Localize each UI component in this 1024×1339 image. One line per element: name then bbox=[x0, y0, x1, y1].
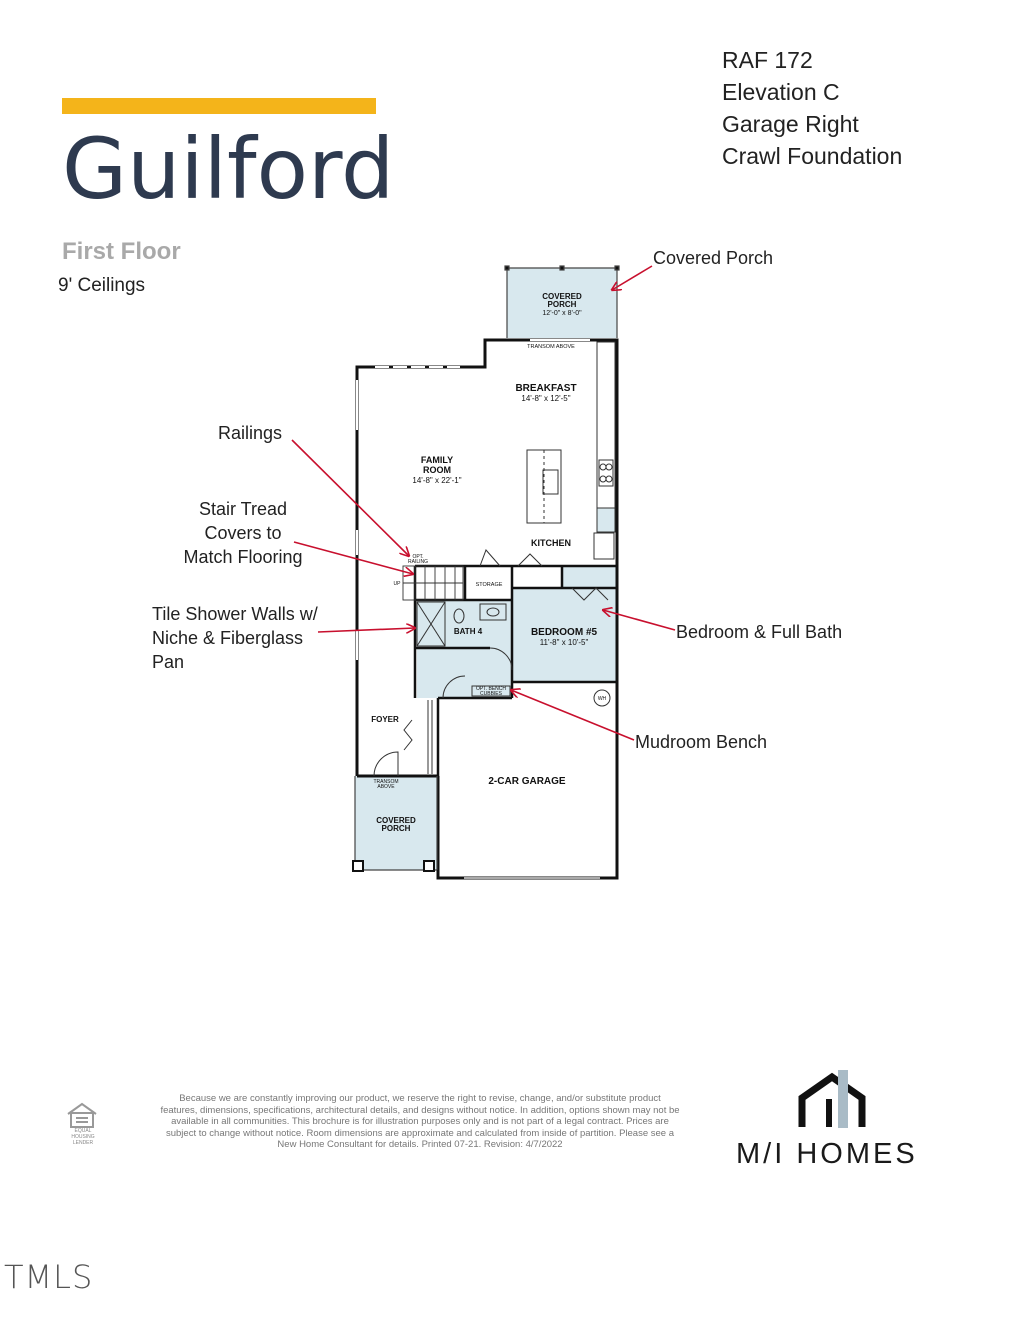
family-dims: 14'-8" x 22'-1" bbox=[412, 476, 461, 485]
opt-bench-1: OPT. BENCH bbox=[476, 686, 506, 692]
spec-foundation: Crawl Foundation bbox=[722, 143, 903, 169]
rear-transom: TRANSOM ABOVE bbox=[527, 344, 575, 350]
arrow-bedroom-bath bbox=[603, 610, 676, 631]
front-porch-name-2: PORCH bbox=[382, 824, 411, 833]
plan-title: Guilford bbox=[62, 120, 395, 218]
rear-porch bbox=[504, 265, 620, 338]
breakfast-dims: 14'-8" x 12'-5" bbox=[521, 394, 570, 403]
spec-plan-code: RAF 172 bbox=[722, 47, 813, 73]
floor-label: First Floor bbox=[62, 238, 181, 265]
rear-porch-fill bbox=[507, 268, 617, 338]
bedroom5-name: BEDROOM #5 bbox=[531, 627, 598, 638]
foyer-details bbox=[427, 689, 611, 774]
callout-stair-line1: Stair Tread bbox=[198, 499, 288, 519]
accent-bar bbox=[62, 98, 376, 114]
callout-mudroom-bench: Mudroom Bench bbox=[635, 732, 768, 752]
front-porch-fill bbox=[355, 776, 437, 870]
closet-fill bbox=[562, 566, 616, 588]
mls-watermark: TMLS bbox=[4, 1258, 94, 1296]
arrow-mudroom-bench bbox=[511, 690, 635, 741]
stairs bbox=[402, 565, 464, 601]
windows bbox=[356, 339, 600, 879]
opt-railing-2: RAILING bbox=[408, 559, 428, 565]
front-transom-1: TRANSOM bbox=[374, 779, 399, 785]
callout-stair-line2: Covers to bbox=[204, 523, 282, 543]
front-porch-name-1: COVERED bbox=[376, 816, 416, 825]
bedroom-fill bbox=[512, 588, 616, 682]
mi-homes-logo-icon bbox=[798, 1070, 866, 1128]
callout-tile-line2: Niche & Fiberglass bbox=[152, 628, 304, 648]
rear-porch-name-1: COVERED bbox=[542, 292, 582, 301]
family-name-2: ROOM bbox=[423, 465, 451, 475]
arrow-covered-porch bbox=[612, 265, 653, 290]
front-transom-2: ABOVE bbox=[377, 784, 395, 790]
callout-bedroom-bath: Bedroom & Full Bath bbox=[676, 622, 843, 642]
ceilings-label: 9' Ceilings bbox=[58, 275, 146, 296]
water-heater: WH bbox=[598, 696, 607, 702]
shaded-areas bbox=[355, 268, 617, 870]
bath-fixtures bbox=[416, 601, 507, 647]
callout-tile-line1: Tile Shower Walls w/ bbox=[152, 604, 318, 624]
family-name-1: FAMILY bbox=[421, 455, 453, 465]
arrow-stair-tread bbox=[293, 541, 413, 574]
kitchen-fixtures bbox=[526, 341, 616, 560]
callout-tile-shower: Tile Shower Walls w/ Niche & Fiberglass … bbox=[152, 602, 318, 674]
callout-arrows bbox=[291, 265, 676, 741]
spec-block: RAF 172 Elevation C Garage Right Crawl F… bbox=[722, 44, 902, 172]
callout-tile-line3: Pan bbox=[152, 652, 185, 672]
rear-porch-name-2: PORCH bbox=[548, 300, 577, 309]
callout-covered-porch: Covered Porch bbox=[653, 248, 774, 268]
arrow-railings bbox=[291, 439, 409, 556]
spec-elevation: Elevation C bbox=[722, 79, 840, 105]
callout-stair-line3: Match Flooring bbox=[183, 547, 303, 567]
brand-name: M/I HOMES bbox=[736, 1138, 918, 1170]
foyer-name: FOYER bbox=[371, 715, 399, 724]
opt-bench-2: CUBBIES bbox=[480, 691, 503, 697]
rear-porch-dims: 12'-0" x 8'-0" bbox=[542, 310, 582, 317]
disclaimer: Because we are constantly improving our … bbox=[160, 1093, 680, 1150]
equal-housing-icon bbox=[67, 1102, 97, 1128]
spec-garage: Garage Right bbox=[722, 111, 859, 137]
callout-railings: Railings bbox=[218, 423, 283, 443]
callout-stair-tread: Stair Tread Covers to Match Flooring bbox=[176, 497, 310, 569]
arrow-tile-shower bbox=[317, 628, 415, 632]
stairs-up: UP bbox=[394, 581, 402, 587]
room-labels: COVERED PORCH 12'-0" x 8'-0" TRANSOM ABO… bbox=[371, 292, 606, 833]
breakfast-name: BREAKFAST bbox=[515, 383, 576, 394]
kitchen-name: KITCHEN bbox=[531, 538, 571, 548]
storage-name: STORAGE bbox=[476, 582, 503, 588]
opt-railing-1: OPT. bbox=[412, 554, 423, 560]
garage-name: 2-CAR GARAGE bbox=[488, 776, 566, 787]
bedroom5-dims: 11'-8" x 10'-5" bbox=[540, 638, 589, 647]
equal-housing-label: EQUAL HOUSING LENDER bbox=[71, 1128, 95, 1146]
front-porch bbox=[352, 776, 438, 872]
bath4-name: BATH 4 bbox=[454, 627, 483, 636]
